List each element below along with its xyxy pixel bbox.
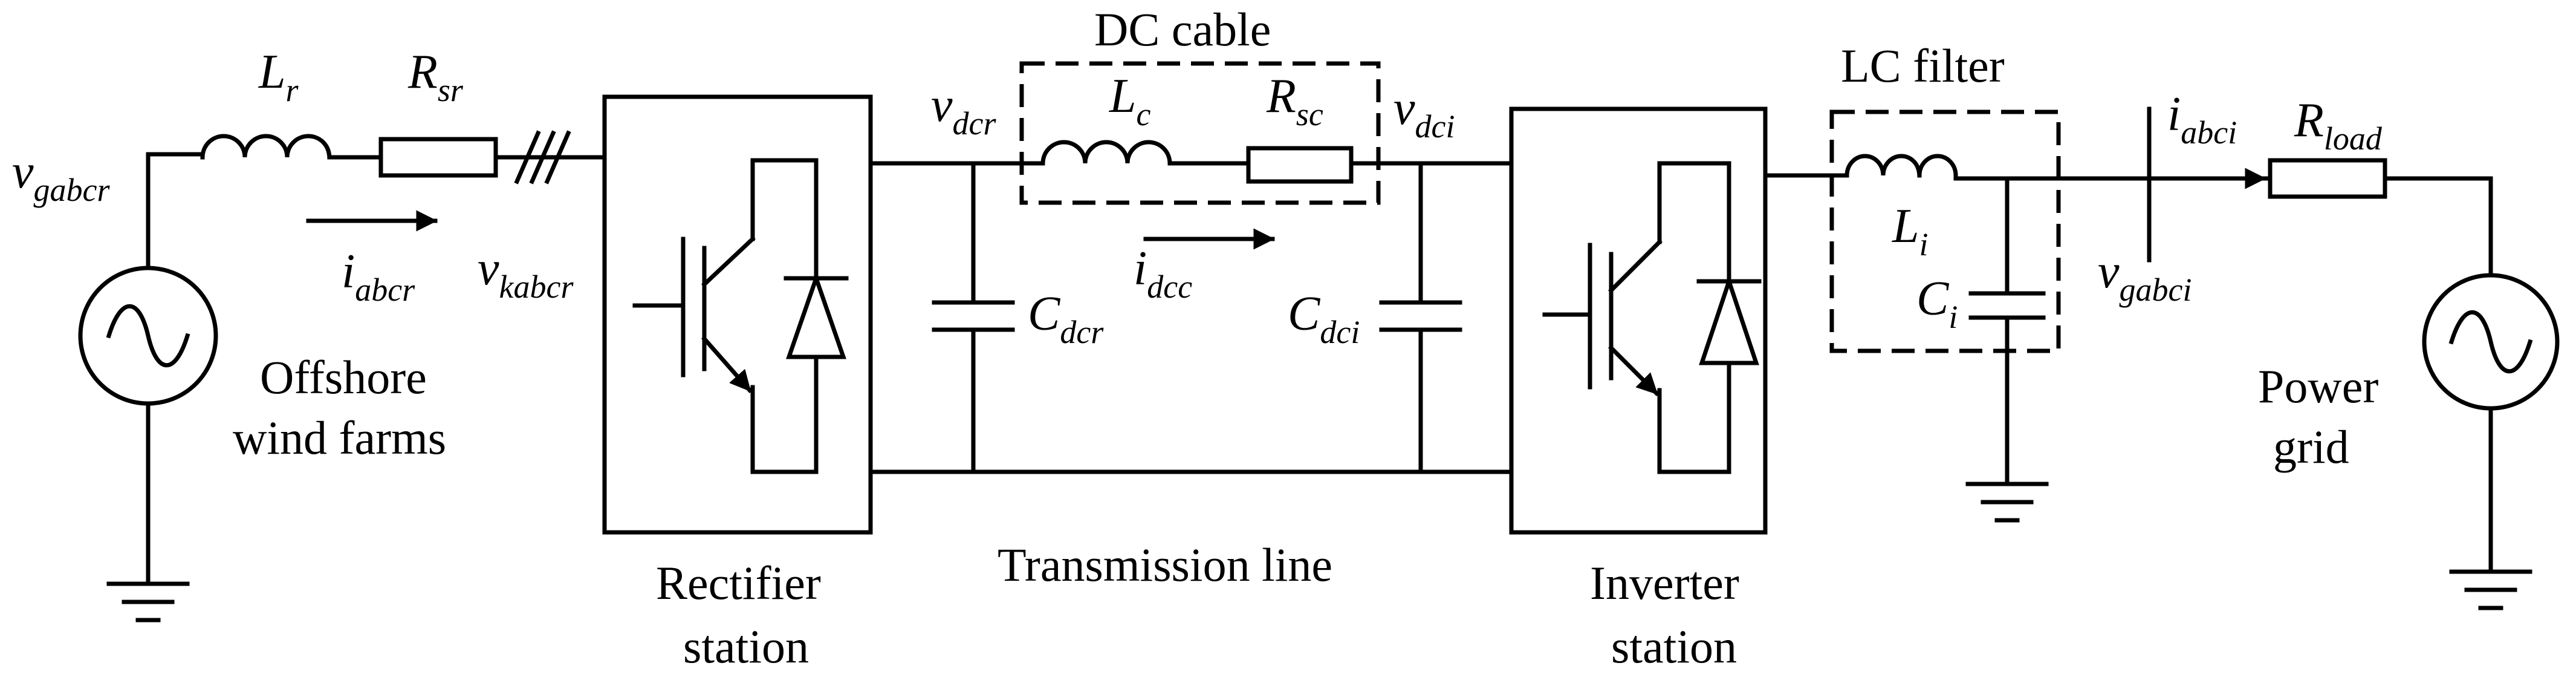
- label-c-i: Ci: [1916, 272, 1958, 335]
- label-power-grid-1: Power: [2258, 360, 2378, 413]
- label-i-abcr: iabcr: [342, 245, 415, 308]
- label-power-grid-2: grid: [2273, 420, 2349, 473]
- label-c-dcr: Cdcr: [1028, 287, 1104, 350]
- power-grid-source: [2422, 273, 2560, 574]
- filter-ground-icon: [1965, 482, 2049, 523]
- lc-filter-box: [1829, 109, 2061, 353]
- label-l-r: Lr: [258, 45, 299, 108]
- resistor-rsr: [378, 137, 498, 178]
- capacitor-ci: [1968, 176, 2046, 486]
- label-v-dci: vdci: [1393, 82, 1455, 145]
- offshore-ac-source: [78, 152, 218, 586]
- label-lc-filter: LC filter: [1841, 39, 2005, 92]
- label-r-sr: Rsr: [407, 45, 464, 108]
- resistor-rload: [2268, 158, 2387, 199]
- label-i-dcc: idcc: [1134, 242, 1192, 305]
- label-l-i: Li: [1892, 200, 1929, 263]
- rectifier-station: [602, 94, 873, 535]
- ac-supply-line: [146, 152, 205, 160]
- resistor-rsc: [1246, 146, 1354, 184]
- label-rectifier-2: station: [683, 620, 809, 673]
- label-rectifier-1: Rectifier: [656, 557, 821, 609]
- label-inverter-1: Inverter: [1590, 557, 1739, 609]
- grid-ground-icon: [2449, 569, 2532, 610]
- label-inverter-2: station: [1611, 620, 1737, 673]
- three-phase-marks: [514, 130, 571, 185]
- label-transmission-line: Transmission line: [998, 538, 1332, 591]
- label-v-gabci: vgabci: [2098, 245, 2192, 308]
- label-i-abci: iabci: [2167, 88, 2237, 151]
- label-v-dcr: vdcr: [931, 79, 996, 142]
- inductor-li: [1838, 154, 1922, 178]
- label-c-dci: Cdci: [1288, 287, 1360, 350]
- inverter-station: [1509, 106, 1768, 535]
- label-l-c: Lc: [1109, 70, 1151, 132]
- dc-cable-box: [1019, 61, 1381, 205]
- inductor-lr: [200, 134, 383, 160]
- label-v-kabcr: vkabcr: [478, 242, 574, 305]
- inductor-li-tail: [1917, 154, 1958, 181]
- label-r-sc: Rsc: [1266, 70, 1323, 132]
- capacitor-cdci: [1379, 161, 1462, 474]
- label-offshore-1: Offshore: [260, 351, 427, 404]
- label-v-gabcr: vgabcr: [12, 145, 110, 208]
- ground-icon: [106, 581, 190, 623]
- label-dc-cable: DC cable: [1094, 3, 1271, 56]
- label-r-load: Rload: [2294, 94, 2383, 157]
- label-offshore-2: wind farms: [233, 411, 446, 464]
- inductor-lc: [1040, 140, 1251, 166]
- capacitor-cdcr: [932, 161, 1015, 474]
